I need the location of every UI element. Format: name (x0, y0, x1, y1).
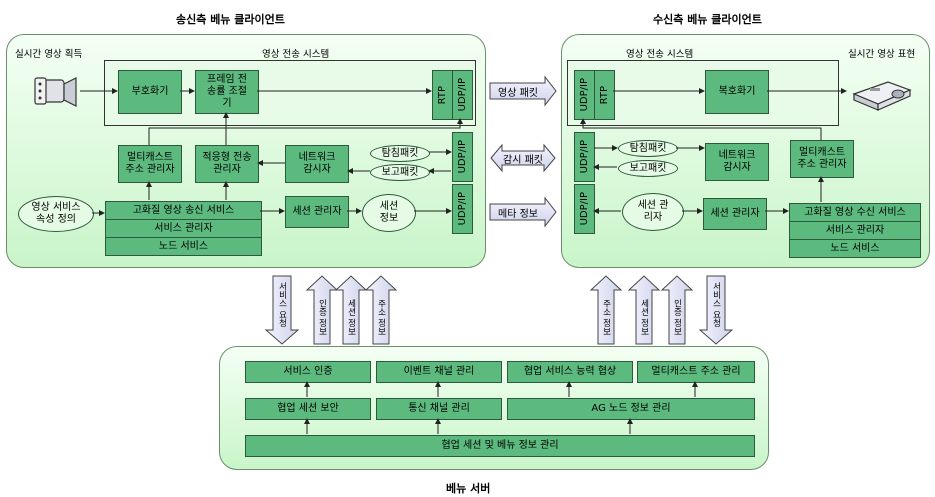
service-definition-oval: 영상 서비스 속성 정의 (18, 196, 94, 232)
monitor-packet-label: 감시 패킷 (503, 154, 543, 166)
right-arrow-2-label: 세션 정보 (639, 298, 649, 336)
sender-udpip-box-bottom: UDP/IP (452, 184, 473, 234)
camera-icon (32, 72, 78, 112)
decoder-box: 복호화기 (705, 70, 769, 114)
sender-node-service-box: 노드 서비스 (105, 237, 262, 256)
right-arrow-4-label: 서비스 요청 (711, 282, 721, 328)
right-arrow-2 (627, 275, 661, 345)
receiver-probe-packet: 탐침패킷 (618, 140, 678, 157)
left-arrow-2-label: 인증 정보 (317, 298, 327, 336)
projector-icon (848, 72, 914, 114)
sender-session-manager-box: 세션 관리자 (285, 196, 349, 228)
sender-title: 송신측 베뉴 클라이언트 (176, 13, 285, 26)
receiver-transport-label: 영상 전송 시스템 (626, 49, 694, 60)
sender-network-monitor-box: 네트워크 감시자 (285, 145, 349, 183)
left-arrow-2 (305, 275, 339, 345)
adaptive-transport-manager-box: 적응형 전송 관리자 (195, 145, 259, 183)
sender-report-packet: 보고패킷 (370, 164, 430, 181)
multicast-address-manager-box: 멀티캐스트 주소 관리자 (118, 145, 182, 183)
receiver-udpip-box-mid: UDP/IP (574, 132, 595, 182)
receiver-title: 수신측 베뉴 클라이언트 (653, 13, 762, 26)
receiver-multicast-manager-box: 멀티캐스트 주소 관리자 (790, 140, 854, 178)
left-arrow-1 (264, 275, 300, 345)
right-arrow-1 (589, 275, 623, 345)
left-arrow-4-label: 주소 정보 (376, 298, 386, 336)
sender-session-info-oval: 세션 정보 (362, 194, 416, 232)
venue-info-box: 협업 세션 및 베뉴 정보 관리 (245, 435, 755, 457)
left-arrow-3 (334, 275, 368, 345)
receiver-session-manager-box: 세션 관리자 (703, 198, 767, 230)
encoder-box: 부호화기 (118, 70, 182, 114)
meta-info-label: 메타 정보 (498, 208, 538, 220)
sender-transport-label: 영상 전송 시스템 (262, 49, 330, 60)
receiver-rtp-box: RTP (594, 70, 615, 120)
receiver-report-packet: 보고패킷 (618, 160, 678, 177)
right-arrow-4 (698, 275, 734, 345)
left-arrow-1-label: 서비스 요청 (277, 282, 287, 328)
receiver-node-service-box: 노드 서비스 (789, 239, 921, 258)
right-arrow-3 (660, 275, 694, 345)
right-arrow-3-label: 인증 정보 (672, 298, 682, 336)
right-arrow-1-label: 주소 정보 (601, 298, 611, 336)
capture-label: 실시간 영상 획득 (15, 49, 83, 60)
video-packet-label: 영상 패킷 (498, 87, 538, 99)
sender-udpip-box-mid: UDP/IP (452, 132, 473, 182)
video-packet-arrow (489, 75, 557, 107)
left-arrow-3-label: 세션 정보 (346, 298, 356, 336)
meta-info-arrow (489, 196, 557, 228)
receiver-network-monitor-box: 네트워크 감시자 (705, 143, 769, 181)
display-label: 실시간 영상 표현 (848, 49, 916, 60)
monitor-packet-arrow (490, 143, 556, 173)
receiver-session-manager-oval: 세션 관리자 (622, 193, 684, 231)
sender-probe-packet: 탐침패킷 (370, 145, 430, 162)
server-title: 베뉴 서버 (446, 482, 491, 495)
left-arrow-4 (364, 275, 398, 345)
